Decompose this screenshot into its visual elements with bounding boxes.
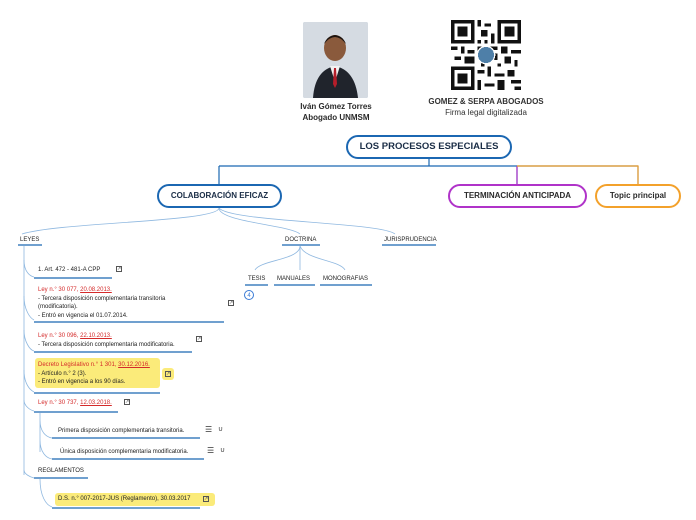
dleg-1301-line2: - Entró en vigencia a los 90 días. — [38, 379, 126, 385]
topic-monografias[interactable]: MONOGRAFIAS — [323, 276, 369, 282]
ley-30737-date: 12.03.2018. — [80, 400, 112, 406]
ley-30096-date: 22.10.2013. — [80, 333, 112, 339]
external-link-icon[interactable]: ↗ — [165, 371, 171, 377]
branch-colaboracion-eficaz[interactable]: COLABORACIÓN EFICAZ — [157, 184, 282, 208]
topic-ley-30096[interactable]: Ley n.° 30 096, 22.10.2013. - Tercera di… — [38, 332, 198, 349]
root-topic[interactable]: LOS PROCESOS ESPECIALES — [346, 135, 512, 159]
ley-30077-date: 20.08.2013. — [80, 287, 112, 293]
topic-primera-disposicion[interactable]: Primera disposición complementaria trans… — [58, 428, 185, 434]
paperclip-icon[interactable]: ∪ — [220, 447, 226, 454]
ley-30077-line1: - Tercera disposición complementaria tra… — [38, 295, 166, 302]
ley-30077-line3: - Entró en vigencia el 01.07.2014. — [38, 312, 128, 319]
topic-reglamentos[interactable]: REGLAMENTOS — [38, 468, 84, 474]
person-title: Abogado UNMSM — [302, 113, 370, 122]
ley-30077-line2: (modificatoria). — [38, 304, 78, 310]
qr-code — [451, 20, 521, 90]
firm-name: GOMEZ & SERPA ABOGADOS — [428, 97, 544, 106]
firm-subtitle: Firma legal digitalizada — [445, 108, 527, 117]
dleg-1301-line1: - Artículo n.° 2 (3). — [38, 370, 87, 377]
highlight-ds-007 — [55, 493, 215, 506]
topic-ley-30737[interactable]: Ley n.° 30 737, 12.03.2018. — [38, 399, 112, 408]
external-link-icon[interactable]: ↗ — [228, 300, 234, 306]
collapsed-count-badge[interactable]: 4 — [244, 290, 254, 300]
notes-icon[interactable]: ☰ — [205, 425, 213, 434]
person-caption: Iván Gómez Torres Abogado UNMSM — [280, 101, 392, 123]
topic-manuales[interactable]: MANUALES — [277, 276, 311, 282]
topic-dleg-1301[interactable]: Decreto Legislativo n.° 1 301, 30.12.201… — [38, 361, 163, 387]
topic-ds-007-2017[interactable]: D.S. n.° 007-2017-JUS (Reglamento), 30.0… — [58, 496, 191, 502]
topic-tesis[interactable]: TESIS — [248, 276, 266, 282]
ley-30096-line1: - Tercera disposición complementaria mod… — [38, 341, 175, 348]
notes-icon[interactable]: ☰ — [207, 446, 215, 455]
topic-ley-30077[interactable]: Ley n.° 30 077, 20.08.2013. - Tercera di… — [38, 286, 228, 320]
topic-leyes[interactable]: LEYES — [20, 237, 40, 243]
person-name: Iván Gómez Torres — [300, 102, 372, 111]
external-link-icon[interactable]: ↗ — [124, 399, 130, 405]
topic-jurisprudencia[interactable]: JURISPRUDENCIA — [384, 237, 437, 243]
ley-30096-title: Ley n.° 30 096, — [38, 333, 81, 339]
external-link-icon[interactable]: ↗ — [116, 266, 122, 272]
branch-topic-principal[interactable]: Topic principal — [595, 184, 681, 208]
highlight-dleg-1301 — [35, 358, 160, 388]
dleg-1301-title: Decreto Legislativo n.° 1 301, — [38, 362, 119, 368]
ley-30077-title: Ley n.° 30 077, — [38, 287, 81, 293]
topic-doctrina[interactable]: DOCTRINA — [285, 237, 317, 243]
branch-terminacion-anticipada[interactable]: TERMINACIÓN ANTICIPADA — [448, 184, 587, 208]
dleg-1301-date: 30.12.2016. — [118, 362, 150, 368]
topic-unica-disposicion[interactable]: Única disposición complementaria modific… — [60, 449, 189, 455]
external-link-icon[interactable]: ↗ — [203, 496, 209, 502]
paperclip-icon[interactable]: ∪ — [218, 426, 224, 433]
lawyer-photo — [303, 22, 368, 98]
topic-art-472[interactable]: 1. Art. 472 - 481-A CPP — [38, 267, 101, 273]
external-link-icon[interactable]: ↗ — [196, 336, 202, 342]
ley-30737-title: Ley n.° 30 737, — [38, 400, 81, 406]
